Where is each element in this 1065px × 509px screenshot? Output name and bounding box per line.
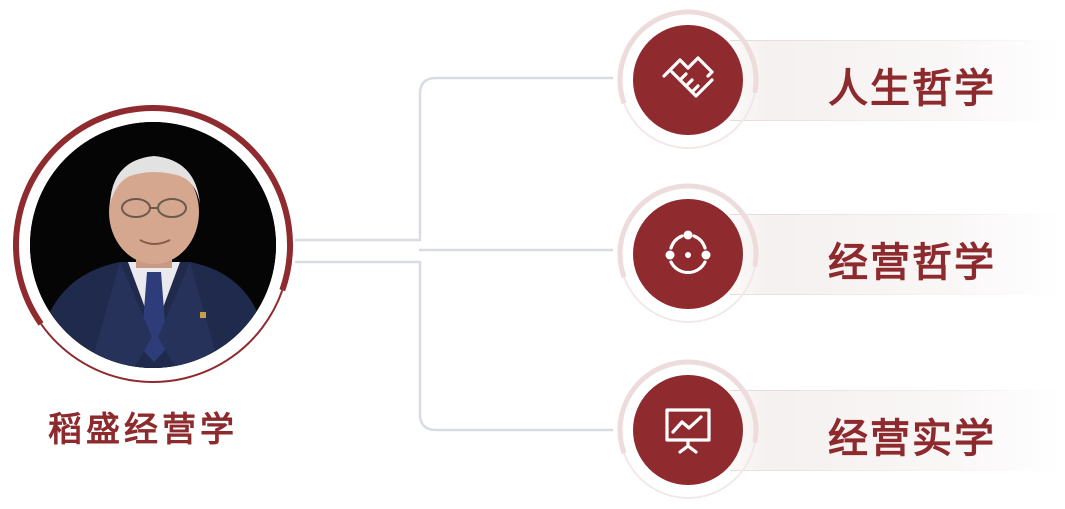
branch-item-business-philosophy: 经营哲学 xyxy=(610,176,1060,326)
portrait-photo xyxy=(30,122,276,368)
band-line-bottom xyxy=(730,120,1060,121)
outer-ring xyxy=(617,183,759,325)
connector-to-branch-1 xyxy=(418,76,614,242)
center-node xyxy=(8,100,298,390)
branch-label: 经营哲学 xyxy=(828,240,996,286)
branch-item-practical-management: 经营实学 xyxy=(610,352,1060,502)
connector-to-branch-3 xyxy=(418,260,614,432)
band-line-top xyxy=(730,40,1060,41)
band-line-top xyxy=(730,390,1060,391)
label-band xyxy=(705,40,1060,120)
handshake-icon xyxy=(662,56,714,98)
branch-label: 人生哲学 xyxy=(828,66,996,112)
band-line-top xyxy=(730,214,1060,215)
center-title: 稻盛经营学 xyxy=(48,410,238,450)
band-line-bottom xyxy=(730,470,1060,471)
band-line-bottom xyxy=(730,294,1060,295)
branch-item-life-philosophy: 人生哲学 xyxy=(610,2,1060,152)
icon-disc xyxy=(633,25,743,135)
outer-ring xyxy=(617,9,759,151)
presentation-chart-icon xyxy=(665,408,711,454)
portrait-illustration xyxy=(30,122,276,368)
portrait-ring xyxy=(13,105,293,385)
label-band xyxy=(705,214,1060,294)
label-band xyxy=(705,390,1060,470)
outer-ring xyxy=(617,359,759,501)
icon-disc xyxy=(633,199,743,309)
share-network-icon xyxy=(665,230,711,275)
branch-label: 经营实学 xyxy=(828,416,996,462)
icon-disc xyxy=(633,375,743,485)
